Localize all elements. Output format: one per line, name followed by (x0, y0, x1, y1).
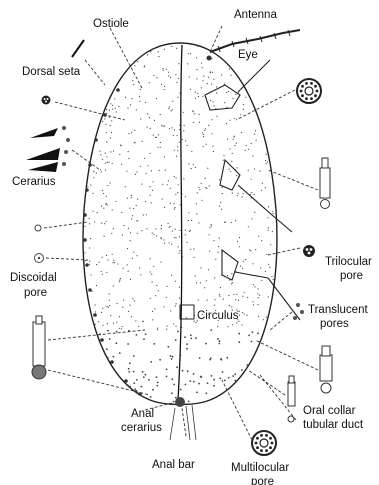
trilocular-pore-small-icon (42, 96, 51, 105)
oral-collar-duct-right-icon (320, 346, 332, 393)
label-multilocular-pore-1: Multilocular (231, 462, 289, 474)
label-circulus: Circulus (197, 310, 239, 322)
label-cerarius: Cerarius (12, 176, 56, 188)
discoidal-pore-small-icon (35, 225, 44, 263)
dorsal-seta-icon (72, 40, 84, 57)
label-translucent-pores-2: pores (320, 318, 349, 330)
tubular-duct-right-upper-icon (320, 158, 330, 209)
label-discoidal-pore-1: Discoidal (10, 272, 57, 284)
label-oral-collar-1: Oral collar (303, 405, 356, 417)
label-anal-cerarius-2: cerarius (121, 422, 162, 434)
label-oral-collar-2: tubular duct (303, 419, 364, 431)
oral-collar-duct-left-icon (32, 316, 46, 379)
anal-setae (170, 405, 196, 440)
label-anal-cerarius-1: Anal (131, 408, 154, 420)
trilocular-pore-icon (303, 245, 315, 257)
label-translucent-pores-1: Translucent (308, 304, 368, 316)
oral-collar-duct-small-icon (288, 376, 295, 422)
label-discoidal-pore-2: pore (24, 287, 47, 299)
label-antenna: Antenna (234, 9, 277, 21)
label-eye: Eye (238, 49, 258, 61)
multilocular-pore-bottom-icon (252, 431, 276, 455)
label-trilocular-pore-2: pore (340, 270, 363, 282)
label-dorsal-seta: Dorsal seta (22, 66, 81, 78)
eye (207, 56, 212, 61)
label-ostiole: Ostiole (93, 18, 129, 30)
anal-ring (175, 397, 185, 407)
multilocular-pore-top-icon (297, 79, 321, 103)
cerarius-spines-icon (26, 126, 70, 172)
label-anal-bar: Anal bar (152, 459, 195, 471)
label-multilocular-pore-2: pore (251, 476, 274, 485)
label-trilocular-pore-1: Trilocular (325, 256, 372, 268)
